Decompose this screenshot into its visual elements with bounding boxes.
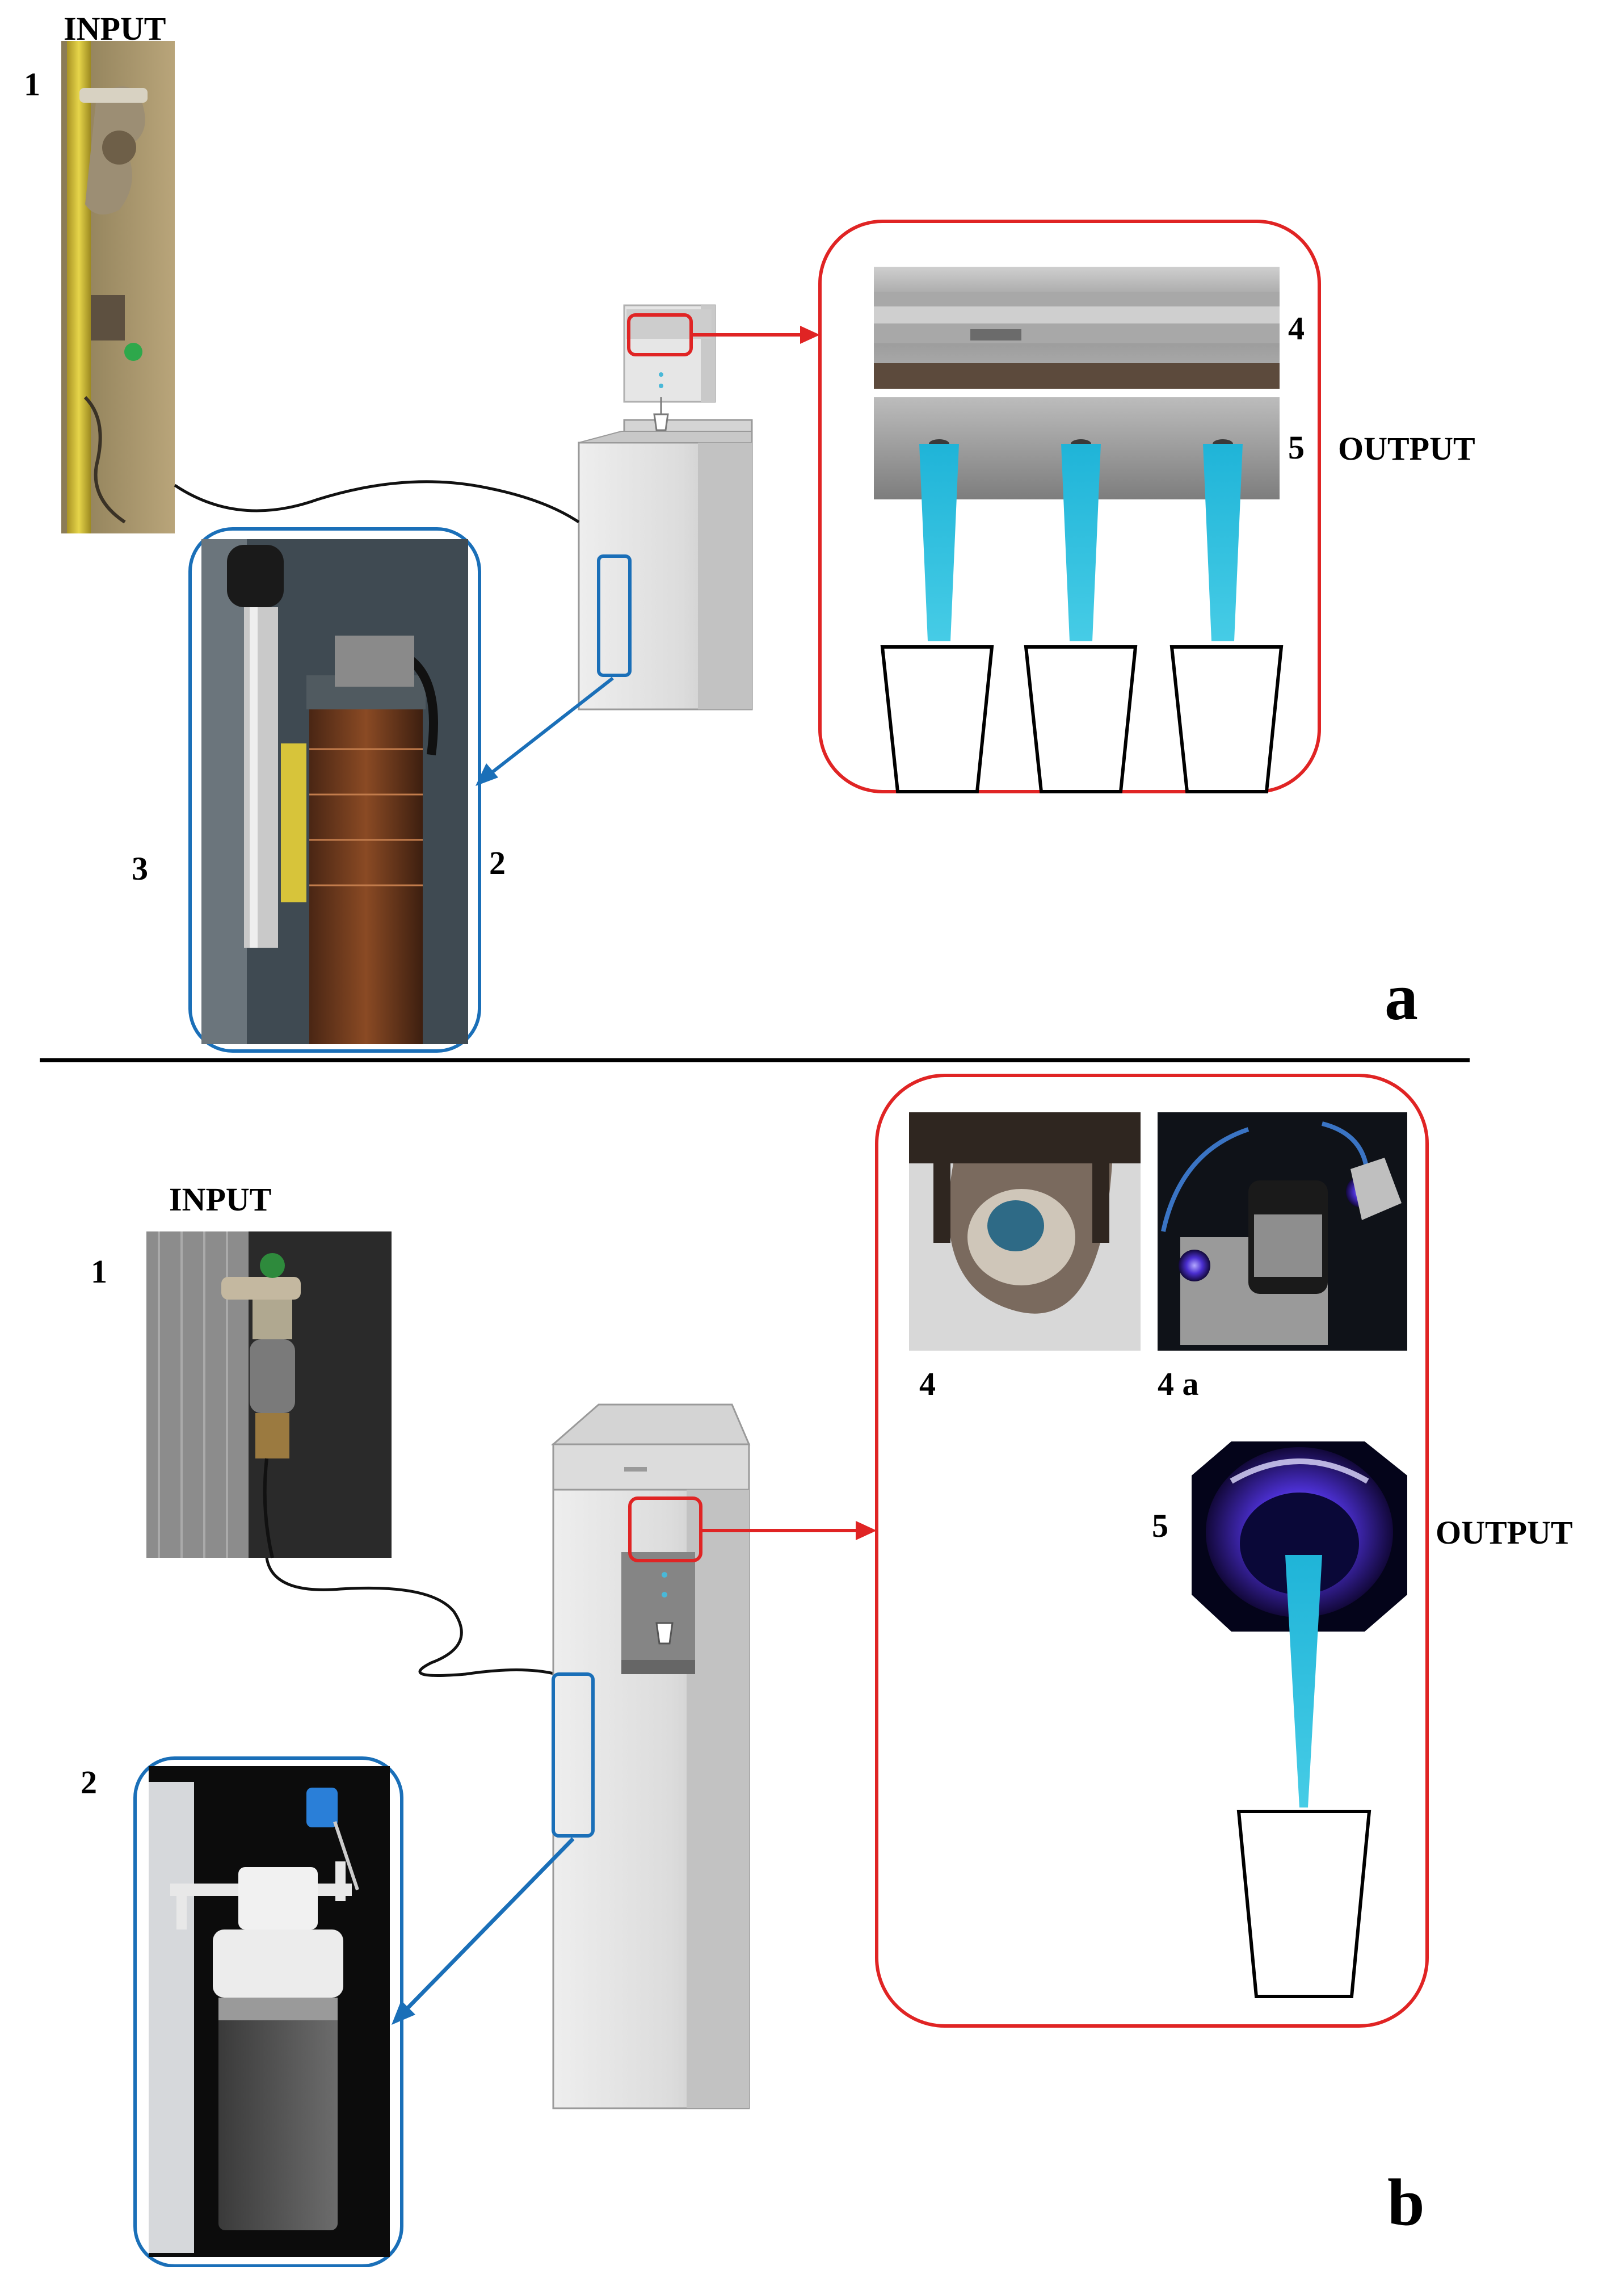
panel-a-cable	[174, 480, 580, 524]
panel-a-blue-arrow	[476, 676, 614, 786]
panel-b-dispenser	[551, 1403, 751, 2109]
panel-b-callout-2: 2	[81, 1764, 97, 1801]
panel-a-filter-detail-box	[188, 527, 481, 1053]
panel-b-blue-arrow	[392, 1837, 575, 2025]
panel-b-filter-detail-box	[133, 1756, 403, 2268]
panel-a-callout-1: 1	[24, 66, 40, 103]
panel-b-uv-beam	[1285, 1555, 1322, 1807]
panel-a-input-label: INPUT	[64, 10, 166, 47]
panel-b-callout-1: 1	[91, 1253, 107, 1290]
panel-b-red-arrow	[701, 1521, 877, 1540]
panel-a-red-arrow	[691, 326, 820, 344]
panel-a-input-photo	[61, 41, 175, 533]
panel-a-uv-beam-1	[919, 444, 959, 641]
panel-b-uv-emitter-photo	[1192, 1441, 1407, 1632]
panel-a-uv-lamp-photo	[874, 267, 1280, 389]
panel-b-output-label: OUTPUT	[1436, 1514, 1573, 1551]
panel-b-uv-led-photo	[1158, 1112, 1407, 1351]
panel-a-output-label: OUTPUT	[1338, 430, 1475, 467]
panel-a-dispenser	[578, 304, 753, 711]
panel-b-input-photo	[146, 1231, 392, 1558]
panel-b-input-label: INPUT	[169, 1181, 272, 1218]
panel-b-dispenser-blue-highlight	[552, 1672, 595, 1838]
panel-a-cup-1	[880, 645, 994, 793]
panel-b-callout-4a: 4 a	[1158, 1365, 1199, 1402]
panel-a-letter: a	[1385, 960, 1418, 1034]
panel-b-callout-5: 5	[1152, 1507, 1168, 1544]
panel-a-callout-3: 3	[132, 850, 148, 887]
panel-b-output-detail-box	[875, 1074, 1429, 2028]
panel-b-callout-4: 4	[919, 1365, 936, 1402]
panel-b-cable	[265, 1557, 557, 1677]
panel-a-cup-2	[1024, 645, 1138, 793]
panel-a-uv-beam-2	[1061, 444, 1101, 641]
panel-a-dispenser-blue-highlight	[597, 554, 632, 677]
panel-a-callout-5: 5	[1288, 429, 1305, 466]
panel-a-cup-3	[1169, 645, 1284, 793]
panel-a-uv-beam-3	[1203, 444, 1243, 641]
panel-a-callout-2: 2	[489, 844, 506, 881]
panel-a-filter-photo	[201, 539, 468, 1044]
panel-a-callout-4: 4	[1288, 310, 1305, 347]
panel-b-filter-photo	[149, 1766, 390, 2257]
panel-b-letter: b	[1387, 2165, 1425, 2239]
panel-b-uv-chamber-photo	[909, 1112, 1141, 1351]
panel-b-cup	[1236, 1810, 1371, 1998]
